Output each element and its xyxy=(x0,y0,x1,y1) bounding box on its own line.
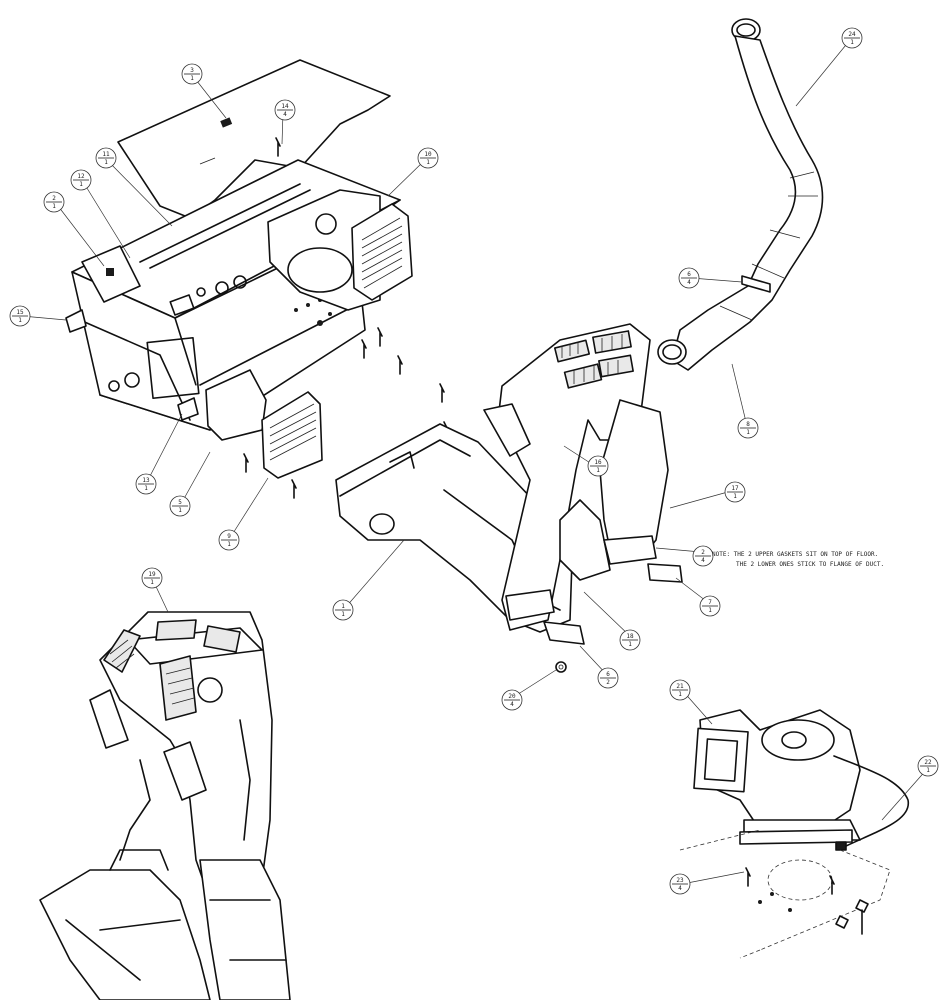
callout-qty: 4 xyxy=(510,701,514,708)
callout-bracket-a: 121 xyxy=(70,169,92,191)
callout-label: 2 xyxy=(701,549,705,556)
housing-blower-end xyxy=(267,189,413,311)
louver-vent xyxy=(205,369,323,479)
callout-qty: 1 xyxy=(178,507,182,514)
callout-qty: 2 xyxy=(606,679,610,686)
callout-louver: 91 xyxy=(218,529,240,551)
callout-qty: 1 xyxy=(678,691,682,698)
callout-right-arm: 171 xyxy=(724,481,746,503)
callout-label: 2 xyxy=(52,195,56,202)
callout-hood: 51 xyxy=(169,495,191,517)
callout-top-screw: 144 xyxy=(274,99,296,121)
callout-label: 23 xyxy=(676,877,684,884)
callout-label: 9 xyxy=(227,533,231,540)
callout-label: 7 xyxy=(708,599,712,606)
callout-bracket-foot-r: 71 xyxy=(699,595,721,617)
callout-qty: 1 xyxy=(52,203,56,210)
callout-label: 14 xyxy=(281,103,289,110)
callout-hose: 241 xyxy=(841,27,863,49)
callout-gasket: 24 xyxy=(692,545,714,567)
callout-label: 3 xyxy=(190,67,194,74)
callout-label: 15 xyxy=(16,309,24,316)
callout-qty: 1 xyxy=(341,611,345,618)
callout-label: 10 xyxy=(424,151,432,158)
callout-dash-assy: 191 xyxy=(141,567,163,589)
callout-lower-clip: 131 xyxy=(135,473,157,495)
callout-qty: 1 xyxy=(746,429,750,436)
callout-label: 18 xyxy=(626,633,634,640)
callout-label: 6 xyxy=(606,671,610,678)
flexible-air-hose xyxy=(657,18,824,371)
callout-qty: 4 xyxy=(678,885,682,892)
callout-qty: 1 xyxy=(628,641,632,648)
callout-label: 17 xyxy=(731,485,739,492)
callout-cover-plate: 31 xyxy=(181,63,203,85)
callout-qty: 1 xyxy=(850,39,854,46)
callout-hose-clamp: 64 xyxy=(678,267,700,289)
callout-qty: 1 xyxy=(144,485,148,492)
callout-label: 19 xyxy=(148,571,156,578)
callout-qty: 1 xyxy=(18,317,22,324)
callout-stud: 234 xyxy=(669,873,691,895)
note-line-1: NOTE: THE 2 UPPER GASKETS SIT ON TOP OF … xyxy=(712,551,878,558)
dash-outlet-duct xyxy=(483,323,683,645)
callout-label: 20 xyxy=(508,693,516,700)
callout-qty: 1 xyxy=(596,467,600,474)
callout-label: 6 xyxy=(687,271,691,278)
callout-bracket-b: 21 xyxy=(43,191,65,213)
callout-qty: 4 xyxy=(283,111,287,118)
callout-label: 11 xyxy=(102,151,110,158)
callout-blower: 211 xyxy=(669,679,691,701)
callout-left-clip: 151 xyxy=(9,305,31,327)
callout-strip: 111 xyxy=(95,147,117,169)
callout-label: 21 xyxy=(676,683,684,690)
callout-label: 1 xyxy=(341,603,345,610)
callout-qty: 1 xyxy=(227,541,231,548)
callout-hose-lower: 81 xyxy=(737,417,759,439)
callout-qty: 1 xyxy=(926,767,930,774)
assembled-dash-duct-view xyxy=(39,611,291,1000)
callout-qty: 1 xyxy=(79,181,83,188)
callout-qty: 1 xyxy=(733,493,737,500)
callout-qty: 1 xyxy=(104,159,108,166)
callouts: 31 144 101 111 121 21 151 131 51 91 241 … xyxy=(9,27,939,895)
callout-connector: 221 xyxy=(917,755,939,777)
callout-label: 16 xyxy=(594,459,602,466)
callout-label: 22 xyxy=(924,759,932,766)
callout-qty: 4 xyxy=(687,279,691,286)
callout-qty: 1 xyxy=(150,579,154,586)
blower-motor-assembly xyxy=(693,709,909,851)
callout-label: 5 xyxy=(178,499,182,506)
callout-qty: 1 xyxy=(708,607,712,614)
callout-label: 13 xyxy=(142,477,150,484)
note-line-2: THE 2 LOWER ONES STICK TO FLANGE OF DUCT… xyxy=(736,561,884,568)
hex-nut xyxy=(555,661,567,673)
callout-nut: 204 xyxy=(501,689,523,711)
callout-main-duct: 11 xyxy=(332,599,354,621)
callout-bracket-foot-l: 62 xyxy=(597,667,619,689)
callout-mid-screw: 161 xyxy=(587,455,609,477)
callout-qty: 4 xyxy=(701,557,705,564)
callout-qty: 1 xyxy=(426,159,430,166)
callout-label: 8 xyxy=(746,421,750,428)
callout-label: 12 xyxy=(77,173,85,180)
callout-label: 24 xyxy=(848,31,856,38)
callout-qty: 1 xyxy=(190,75,194,82)
callout-lower-arm: 181 xyxy=(619,629,641,651)
assembly-note: NOTE: THE 2 UPPER GASKETS SIT ON TOP OF … xyxy=(712,551,884,568)
floor-mount-outline xyxy=(679,829,891,959)
callout-housing: 101 xyxy=(417,147,439,169)
